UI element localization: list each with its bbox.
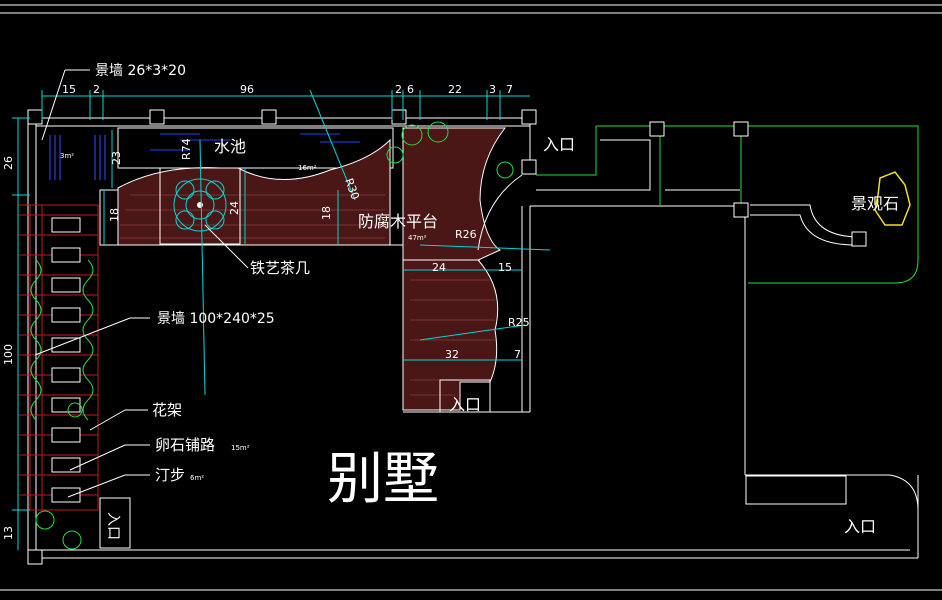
dim-top-96: 96 — [240, 83, 254, 96]
dim-top-2a: 2 — [93, 83, 100, 96]
dim-deck-24: 24 — [432, 261, 446, 274]
label-landscape-wall-side: 景墙 100*240*25 — [157, 311, 275, 327]
rock-icon — [874, 171, 911, 226]
label-stepping-stones: 汀步 — [155, 466, 185, 484]
dim-left-18: 18 — [108, 208, 121, 222]
label-stepping-area: 6m² — [190, 474, 204, 482]
dim-deck-7: 7 — [514, 348, 521, 361]
label-entrance-bottom-right: 入口 — [844, 517, 876, 536]
label-pebble-path: 卵石铺路 — [155, 436, 215, 454]
label-entrance-top: 入口 — [543, 135, 575, 154]
label-pond: 水池 — [214, 137, 246, 156]
dim-r74: R74 — [180, 138, 193, 160]
leader-lines — [34, 69, 249, 498]
dim-top-15: 15 — [62, 83, 76, 96]
pond — [117, 127, 394, 169]
dimension-lines — [12, 89, 551, 550]
label-entrance-deck: 入口 — [449, 395, 481, 414]
wood-deck — [99, 127, 507, 411]
top-dimensions: 15 2 96 2 6 22 3 7 — [62, 83, 513, 96]
dim-left-26: 26 — [2, 156, 15, 170]
label-scenic-rock: 景观石 — [851, 194, 899, 213]
dim-deck-32: 32 — [445, 348, 459, 361]
dim-pond-23: 23 — [110, 151, 123, 165]
deck-entrance-box — [439, 379, 491, 413]
label-villa: 别墅 — [327, 447, 439, 512]
pond-area: 16m² — [298, 164, 317, 172]
right-courtyard — [536, 121, 919, 284]
deck-curve — [477, 174, 523, 251]
label-deck: 防腐木平台 — [358, 212, 438, 231]
label-entrance-left: 入口 — [105, 512, 121, 540]
dim-left-13: 13 — [2, 526, 15, 540]
left-entrance-box — [99, 497, 131, 549]
dim-top-3: 3 — [489, 83, 496, 96]
pillars — [27, 109, 537, 565]
deck-area: 47m² — [408, 234, 427, 242]
left-dimensions: 26 100 13 — [2, 156, 15, 540]
plants — [30, 121, 514, 550]
grass-strips — [49, 135, 106, 180]
dim-table-24: 24 — [228, 201, 241, 215]
dim-r26: R26 — [455, 228, 477, 241]
dim-left-100: 100 — [2, 344, 15, 365]
small-area: 3m² — [60, 152, 74, 160]
label-trellis: 花架 — [152, 401, 182, 419]
frame-lines — [0, 4, 942, 591]
dim-deck-18: 18 — [320, 206, 333, 220]
dim-r25: R25 — [508, 316, 530, 329]
label-landscape-wall-top: 景墙 26*3*20 — [95, 63, 186, 79]
garden-boundary — [27, 109, 919, 559]
dim-deck-15: 15 — [498, 261, 512, 274]
trellis — [17, 204, 99, 511]
label-pebble-area: 15m² — [231, 444, 250, 452]
dim-top-6: 6 — [407, 83, 414, 96]
dim-top-22: 22 — [448, 83, 462, 96]
dim-top-7: 7 — [506, 83, 513, 96]
label-tea-table: 铁艺茶几 — [250, 259, 310, 277]
dim-top-2b: 2 — [395, 83, 402, 96]
